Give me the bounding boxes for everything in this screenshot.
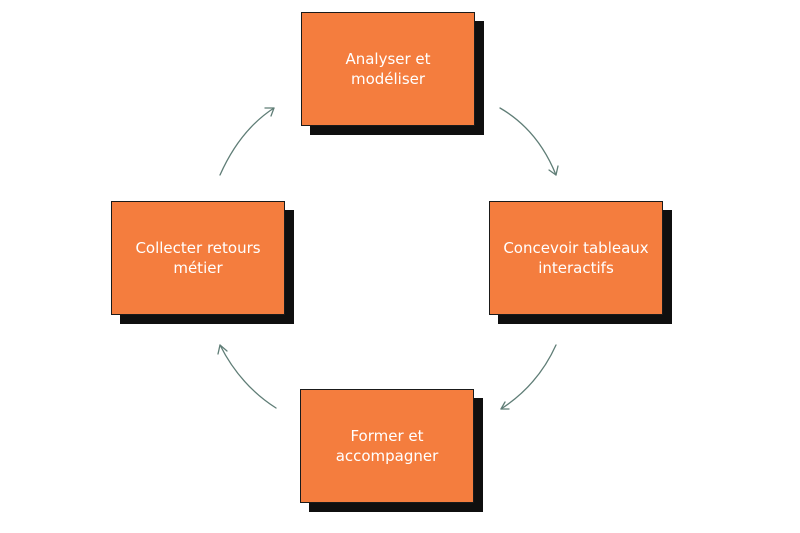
step-label: Former et accompagner <box>335 427 439 465</box>
step-label: Collecter retours métier <box>135 239 261 277</box>
arrow-bottom-to-left <box>217 344 277 409</box>
step-label: Analyser et modéliser <box>345 50 431 88</box>
step-box: Collecter retours métier <box>111 201 285 315</box>
step-box: Former et accompagner <box>300 389 474 503</box>
step-label: Concevoir tableaux interactifs <box>503 239 649 277</box>
step-concevoir-tableaux: Concevoir tableaux interactifs <box>489 201 672 324</box>
step-analyser-modeliser: Analyser et modéliser <box>301 12 484 135</box>
step-box: Concevoir tableaux interactifs <box>489 201 663 315</box>
step-collecter-retours: Collecter retours métier <box>111 201 294 324</box>
arrow-right-to-bottom <box>500 344 557 410</box>
step-former-accompagner: Former et accompagner <box>300 389 483 512</box>
arrow-top-to-right <box>499 107 559 176</box>
arrow-left-to-top <box>219 107 275 176</box>
step-box: Analyser et modéliser <box>301 12 475 126</box>
